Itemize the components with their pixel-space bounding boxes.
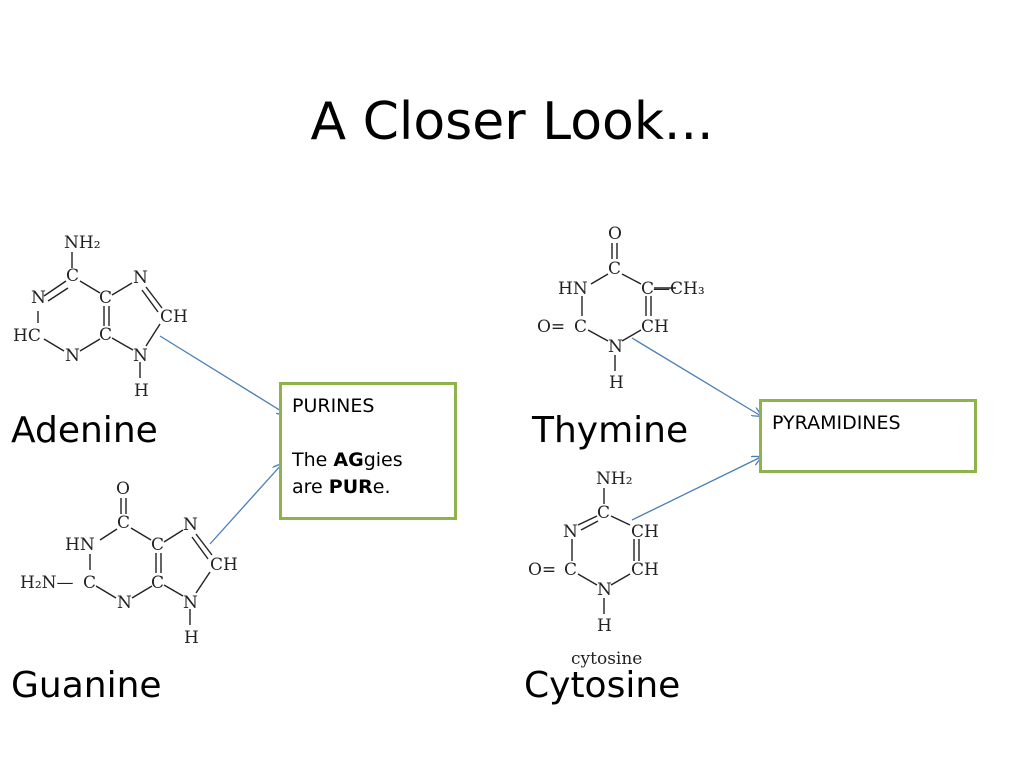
guanine-c4: C — [151, 573, 164, 593]
cytosine-oc: O= — [528, 560, 556, 580]
guanine-c1: C — [117, 513, 130, 533]
guanine-o: O — [116, 479, 130, 499]
guanine-ch: CH — [210, 555, 238, 575]
thymine-o: O — [608, 224, 622, 244]
thymine-c2: C — [641, 279, 654, 299]
thymine-to-pyramidines-arrow — [631, 337, 761, 416]
thymine-label: Thymine — [532, 410, 689, 451]
adenine-ch: CH — [160, 307, 188, 327]
thymine-structure: O C HN C —CH₃ O= C CH N H — [537, 224, 705, 393]
cytosine-h: H — [597, 616, 612, 636]
thymine-ch3: —CH₃ — [653, 279, 705, 299]
guanine-h: H — [184, 628, 199, 648]
purines-mnemonic-line1: The AGgies — [292, 449, 403, 471]
thymine-ring — [582, 268, 648, 346]
guanine-to-purines-arrow — [209, 464, 282, 545]
adenine-structure: NH₂ C N C N CH HC C N N H — [13, 233, 188, 401]
thymine-c3: C — [574, 317, 587, 337]
adenine-c2: C — [99, 288, 112, 308]
cytosine-ch2: CH — [631, 560, 659, 580]
adenine-n4: N — [133, 346, 148, 366]
cytosine-caption: cytosine — [571, 649, 642, 669]
thymine-c1: C — [608, 259, 621, 279]
thymine-hn: HN — [558, 279, 588, 299]
guanine-c3: C — [83, 573, 96, 593]
guanine-n3: N — [183, 593, 198, 613]
cytosine-label: Cytosine — [524, 665, 681, 706]
adenine-c3: C — [99, 325, 112, 345]
guanine-hn: HN — [65, 535, 95, 555]
adenine-nh2: NH₂ — [64, 233, 101, 253]
slide-title: A Closer Look... — [310, 92, 714, 152]
cytosine-n2: N — [597, 580, 612, 600]
adenine-n3: N — [65, 346, 80, 366]
thymine-n: N — [608, 337, 623, 357]
cytosine-nh2: NH₂ — [596, 469, 633, 489]
cytosine-n1: N — [563, 522, 578, 542]
cytosine-ch1: CH — [631, 522, 659, 542]
thymine-h: H — [609, 373, 624, 393]
purines-mnemonic-line2: are PURe. — [292, 476, 391, 498]
purines-box: PURINES The AGgies are PURe. — [279, 382, 457, 520]
pyramidines-heading: PYRAMIDINES — [772, 412, 901, 434]
purines-heading: PURINES — [292, 395, 375, 417]
cytosine-c2: C — [564, 560, 577, 580]
guanine-n1: N — [183, 515, 198, 535]
guanine-c2: C — [151, 535, 164, 555]
cytosine-to-pyramidines-arrow — [631, 457, 761, 521]
adenine-n1: N — [31, 288, 46, 308]
guanine-structure: O C HN C N CH H₂N— C C N N H — [20, 479, 238, 648]
guanine-six-ring — [90, 522, 158, 602]
adenine-c1: C — [66, 266, 79, 286]
cytosine-c1: C — [597, 503, 610, 523]
guanine-label: Guanine — [11, 665, 162, 706]
guanine-h2n: H₂N— — [20, 573, 74, 593]
adenine-to-purines-arrow — [159, 335, 286, 414]
cytosine-structure: NH₂ C N CH O= C CH N H cytosine — [528, 469, 659, 669]
guanine-five-ring — [158, 524, 216, 600]
adenine-five-ring — [106, 277, 166, 353]
adenine-hc: HC — [13, 326, 41, 346]
pyramidines-box: PYRAMIDINES — [759, 399, 977, 473]
thymine-ch: CH — [641, 317, 669, 337]
adenine-h: H — [134, 381, 149, 401]
adenine-six-ring — [38, 275, 106, 355]
thymine-oc: O= — [537, 317, 565, 337]
guanine-n2: N — [117, 593, 132, 613]
adenine-label: Adenine — [11, 410, 158, 451]
adenine-n2: N — [133, 268, 148, 288]
